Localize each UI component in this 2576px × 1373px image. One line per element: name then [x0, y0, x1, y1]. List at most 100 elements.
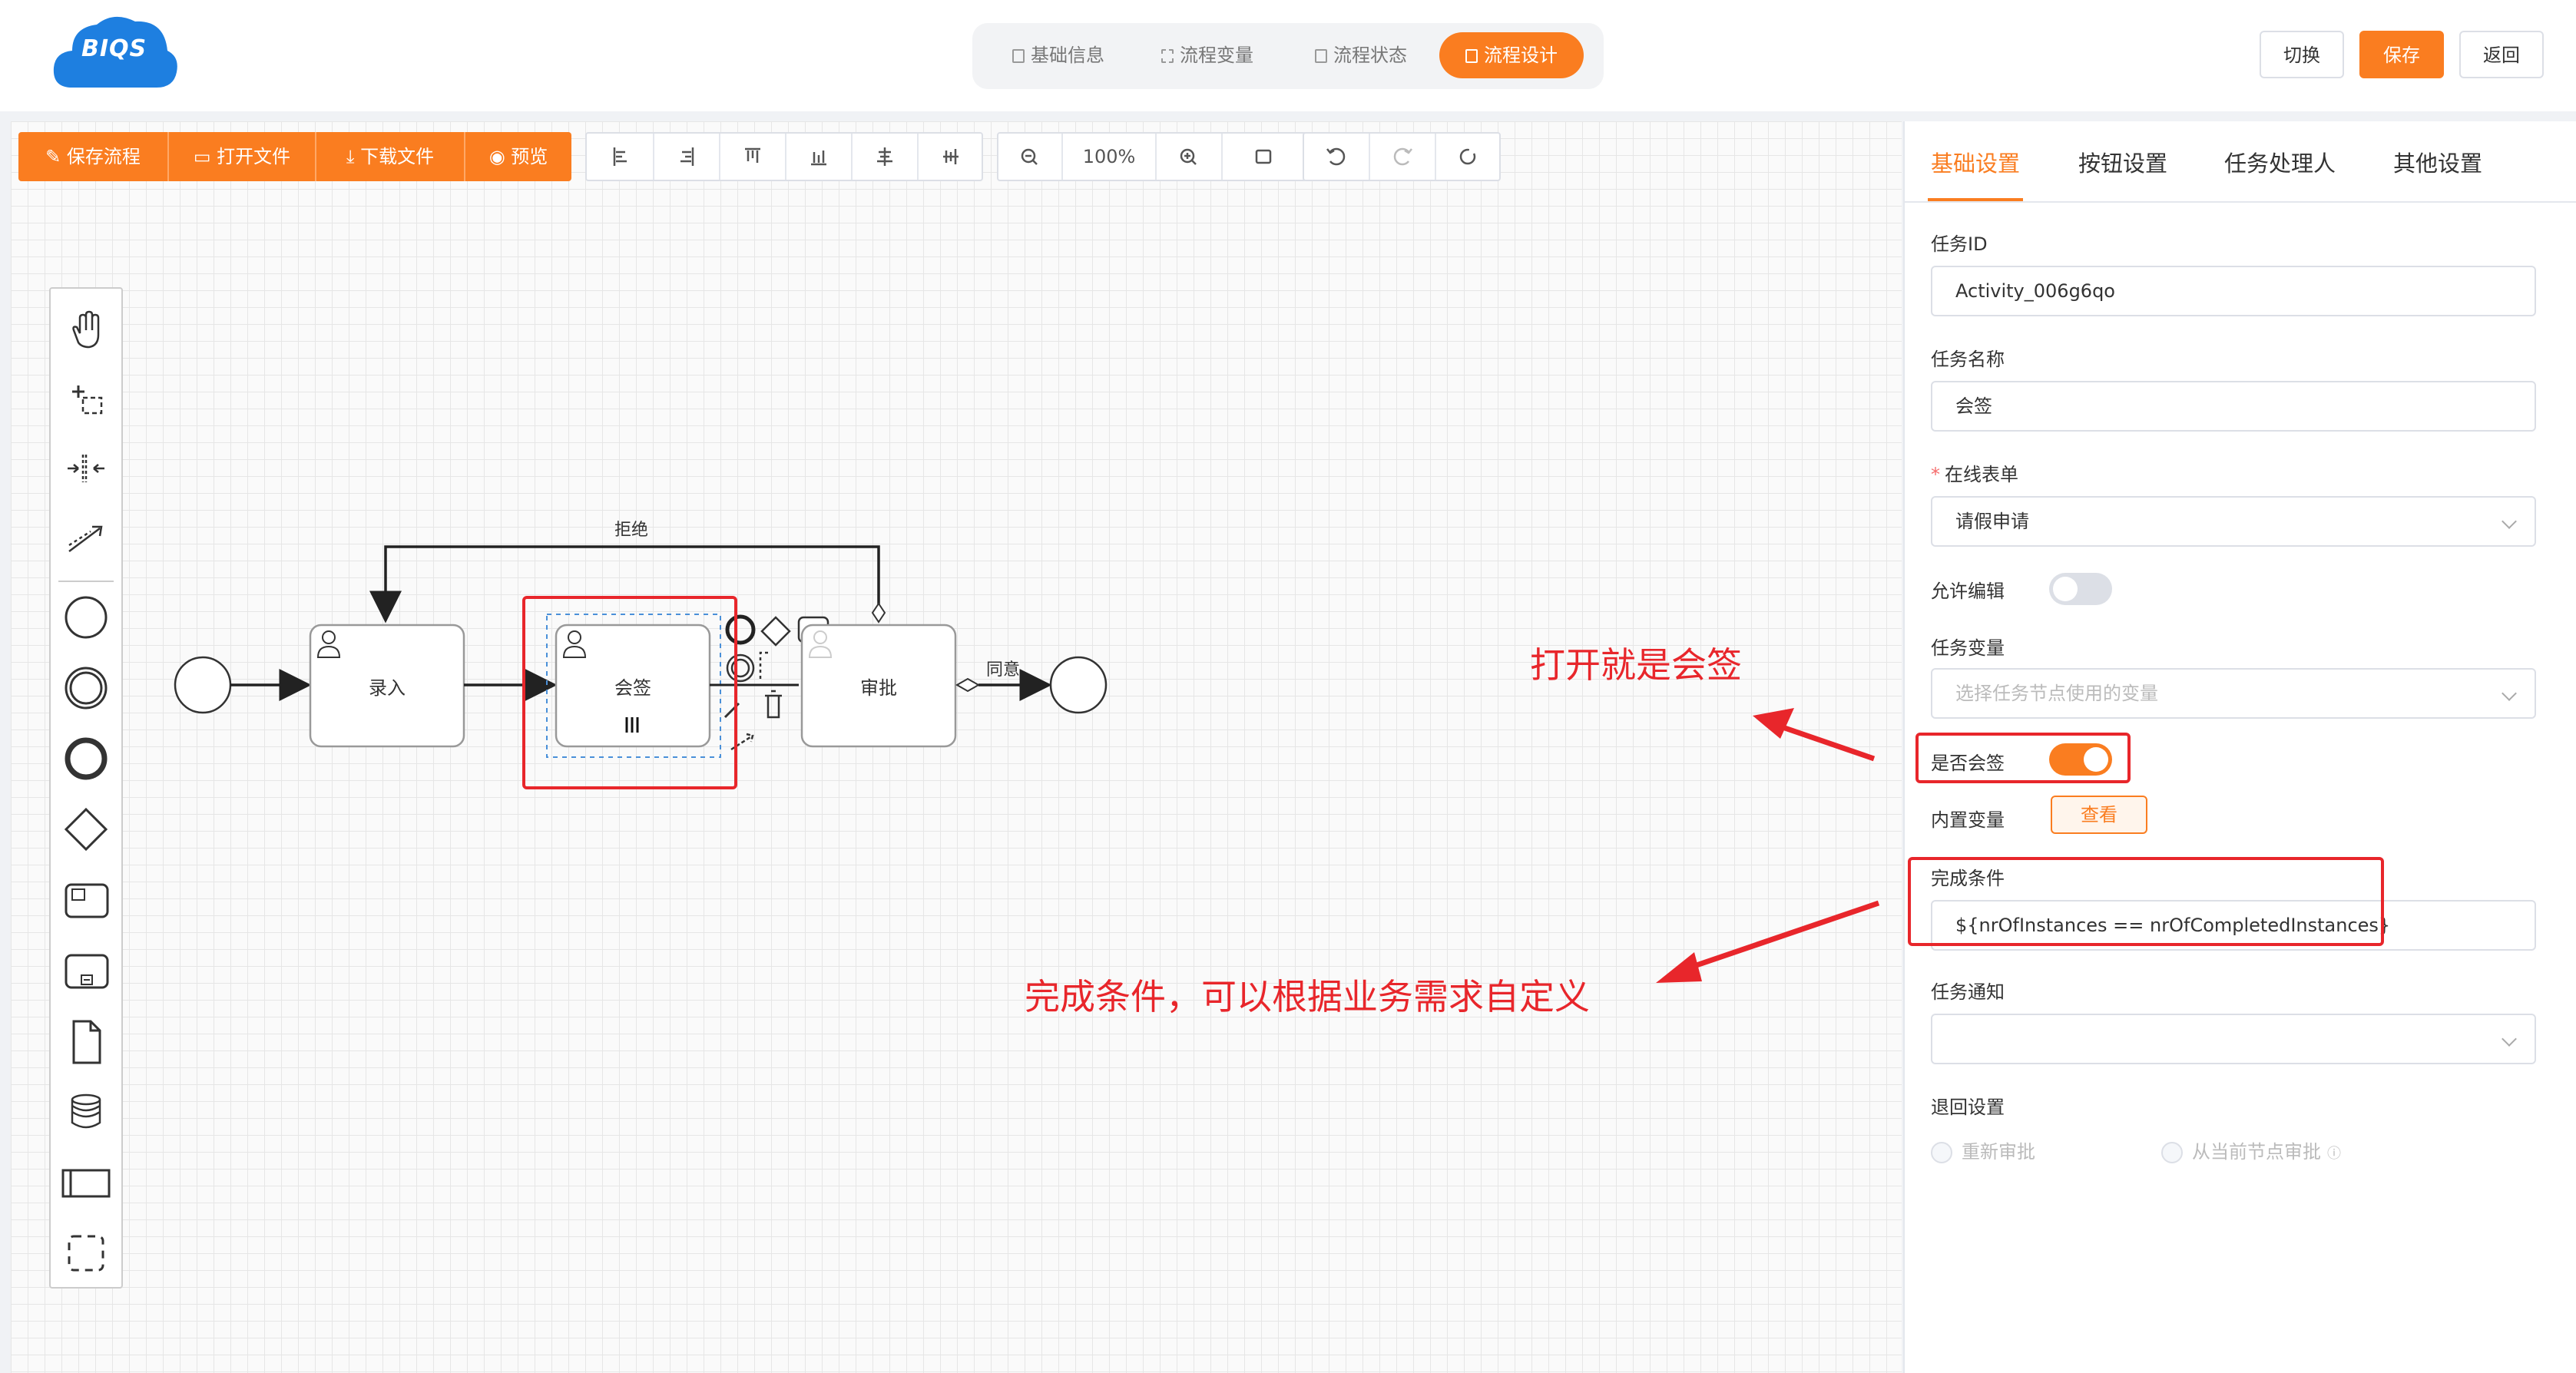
task-approve[interactable] — [800, 624, 957, 748]
user-icon — [316, 630, 341, 658]
list-icon — [1161, 49, 1174, 63]
radio-circle — [2161, 1142, 2183, 1163]
allow-edit-label: 允许编辑 — [1931, 581, 2005, 602]
return-settings-label: 退回设置 — [1931, 1097, 2005, 1118]
align-center-icon[interactable] — [853, 134, 917, 180]
folder-icon: ▭ — [193, 146, 217, 167]
arrow-to-countersign-switch — [1753, 708, 1876, 762]
space-tool-icon[interactable] — [51, 438, 121, 499]
separator — [917, 134, 919, 180]
allow-edit-switch[interactable] — [2049, 573, 2112, 605]
separator — [1061, 134, 1063, 180]
zoom-level[interactable]: 100% — [1082, 146, 1136, 167]
task-variable-label: 任务变量 — [1931, 637, 2005, 659]
back-button[interactable]: 返回 — [2459, 31, 2544, 78]
task-notify-label: 任务通知 — [1931, 981, 2005, 1003]
separator — [851, 134, 853, 180]
annotation-countersign-note: 打开就是会签 — [1530, 644, 1742, 686]
highlight-completion-condition — [1908, 857, 2384, 946]
context-end-event-icon[interactable] — [725, 614, 756, 645]
zoom-group: 100% — [997, 132, 1307, 181]
flow-reject[interactable] — [369, 545, 880, 624]
intermediate-event-icon[interactable] — [51, 657, 121, 719]
lasso-tool-icon[interactable] — [51, 369, 121, 430]
palette-divider — [58, 581, 114, 582]
separator — [1435, 134, 1436, 180]
data-store-icon[interactable] — [51, 1081, 121, 1143]
context-annotation-icon[interactable] — [759, 651, 771, 679]
tabs-divider — [1903, 201, 2576, 203]
task-name-input[interactable]: 会签 — [1931, 381, 2536, 432]
hand-tool-icon[interactable] — [51, 299, 121, 361]
fit-view-icon[interactable] — [1223, 134, 1306, 180]
context-gateway-icon[interactable] — [760, 616, 791, 647]
task-notify-select[interactable] — [1931, 1014, 2536, 1064]
align-right-icon[interactable] — [654, 134, 719, 180]
task-entry-label: 录入 — [369, 677, 406, 699]
switch-button[interactable]: 切换 — [2260, 31, 2344, 78]
end-event-icon[interactable] — [51, 728, 121, 789]
refresh-icon[interactable] — [1436, 134, 1499, 180]
form-icon — [1012, 49, 1025, 63]
selection-outline — [546, 614, 721, 758]
download-icon: ⤓ — [346, 146, 361, 167]
tab-basic-settings[interactable]: 基础设置 — [1931, 151, 2021, 177]
task-variable-select[interactable]: 选择任务节点使用的变量 — [1931, 668, 2536, 719]
undo-icon[interactable] — [1304, 134, 1369, 180]
countersign-switch[interactable] — [2049, 743, 2112, 776]
parallel-multi-instance-icon — [625, 717, 639, 733]
align-bottom-icon[interactable] — [786, 134, 851, 180]
user-task-icon[interactable] — [51, 869, 121, 931]
separator — [1369, 134, 1370, 180]
align-left-icon[interactable] — [587, 134, 653, 180]
open-file-button[interactable]: ▭ 打开文件 — [193, 146, 291, 167]
zoom-in-icon[interactable] — [1157, 134, 1221, 180]
tab-task-handler[interactable]: 任务处理人 — [2224, 151, 2336, 177]
preview-button[interactable]: ◉ 预览 — [488, 146, 548, 167]
flow-agree-label: 同意 — [986, 660, 1021, 680]
task-countersign-label: 会签 — [614, 677, 651, 699]
tab-process-status[interactable]: 流程状态 — [1315, 32, 1407, 78]
tab-button-settings[interactable]: 按钮设置 — [2078, 151, 2168, 177]
radio-reapprove[interactable]: 重新审批 — [1931, 1136, 2035, 1163]
bpmn-diagram — [174, 545, 1108, 758]
context-connect-icon[interactable] — [730, 733, 754, 751]
zoom-out-icon[interactable] — [998, 134, 1061, 180]
active-tab-indicator — [1928, 198, 2023, 201]
end-event[interactable] — [1049, 656, 1108, 714]
save-process-button[interactable]: ✎ 保存流程 — [45, 146, 141, 167]
completion-condition-input[interactable]: ${nrOfInstances == nrOfCompletedInstance… — [1931, 900, 2536, 951]
highlight-countersign-switch — [1915, 733, 2131, 783]
start-event-icon[interactable] — [51, 587, 121, 648]
tab-other-settings[interactable]: 其他设置 — [2393, 151, 2483, 177]
download-file-button[interactable]: ⤓ 下载文件 — [346, 146, 435, 167]
design-icon — [1465, 49, 1478, 63]
data-object-icon[interactable] — [51, 1011, 121, 1072]
align-top-icon[interactable] — [720, 134, 785, 180]
tab-process-design[interactable]: 流程设计 — [1439, 32, 1584, 78]
separator — [653, 134, 654, 180]
element-palette — [49, 287, 123, 1289]
pool-icon[interactable] — [51, 1152, 121, 1213]
online-form-select[interactable]: 请假申请 — [1931, 496, 2536, 547]
save-button[interactable]: 保存 — [2359, 31, 2444, 78]
builtin-variable-label: 内置变量 — [1931, 809, 2005, 831]
context-intermediate-event-icon[interactable] — [726, 653, 755, 683]
align-middle-icon[interactable] — [919, 134, 983, 180]
view-button[interactable]: 查看 — [2051, 796, 2147, 834]
separator — [1155, 134, 1157, 180]
redo-icon[interactable] — [1370, 134, 1435, 180]
properties-panel — [1903, 121, 2576, 1373]
connect-tool-icon[interactable] — [51, 507, 121, 568]
group-icon[interactable] — [51, 1222, 121, 1284]
separator — [785, 134, 786, 180]
countersign-label: 是否会签 — [1931, 753, 2005, 774]
tab-process-variables[interactable]: 流程变量 — [1161, 32, 1253, 78]
task-id-input[interactable]: Activity_006g6qo — [1931, 266, 2536, 316]
tab-basic-info[interactable]: 基础信息 — [1012, 32, 1104, 78]
delete-icon[interactable] — [765, 690, 782, 719]
subprocess-icon[interactable] — [51, 940, 121, 1001]
highlight-countersign-task — [522, 596, 737, 789]
gateway-icon[interactable] — [51, 799, 121, 860]
